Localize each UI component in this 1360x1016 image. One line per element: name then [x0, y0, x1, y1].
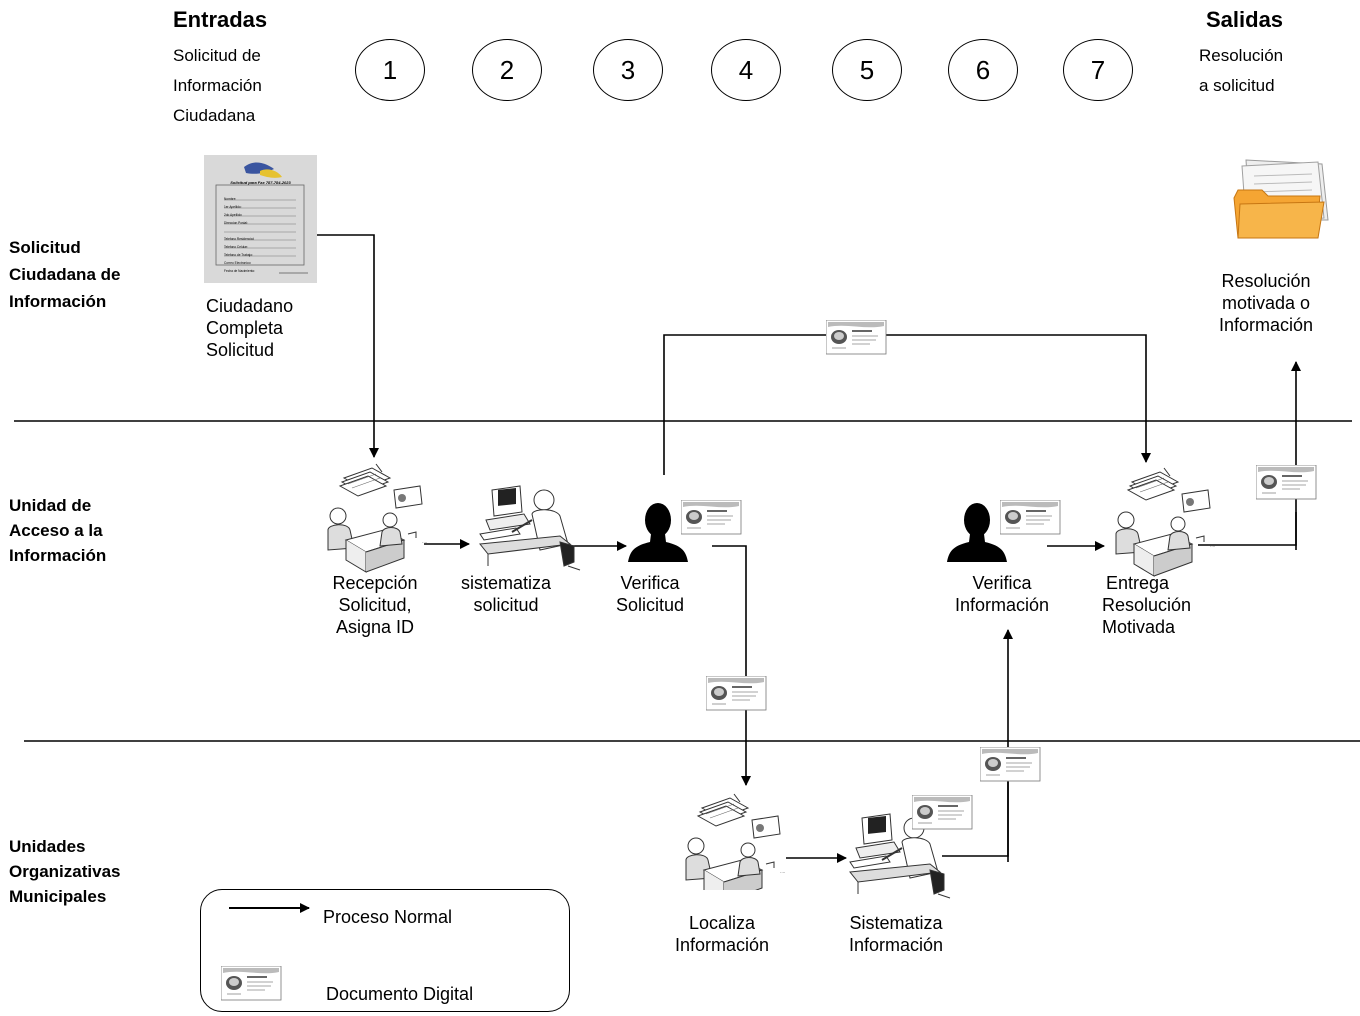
label-line: Sistematiza: [849, 913, 943, 933]
request-form-document: Solicitud para Fax 787-784-2023 Nombre: …: [204, 155, 317, 283]
digital-document-icon: [681, 500, 742, 535]
arrow-form-to-recepcion: [312, 234, 379, 458]
lane-line: Solicitud: [9, 238, 81, 257]
node-verifica-informacion-label: Verifica Información: [940, 572, 1064, 616]
label-line: Solicitud: [615, 595, 685, 615]
legend-normal-label: Proceso Normal: [323, 907, 453, 927]
label-line: solicitud: [473, 595, 539, 615]
form-field: Direccion Postal:: [224, 221, 248, 225]
label-line: Completa: [206, 318, 284, 338]
arrow-verifica-to-entrega: [663, 334, 1151, 475]
label-line: Información: [954, 595, 1050, 615]
outputs-line: a solicitud: [1199, 76, 1275, 95]
label-line: Entrega: [1106, 573, 1170, 593]
form-field: [224, 227, 255, 235]
step-circle-4: 4: [711, 39, 781, 101]
label-line: Información: [674, 935, 770, 955]
form-field: 2do Apellido:: [224, 213, 243, 217]
reception-desk-icon: [685, 793, 786, 890]
folder-icon: [1233, 159, 1329, 239]
outputs-title: Salidas: [1206, 7, 1284, 32]
lane-line: Acceso a la: [9, 521, 103, 540]
step-circle-5: 5: [832, 39, 902, 101]
form-field: 1er Apellido:: [224, 205, 242, 209]
digital-document-icon: [980, 747, 1041, 782]
node-entrega-label: Entrega Resolución Motivada: [1090, 572, 1220, 638]
node-sistematiza-informacion-label: Sistematiza Información: [834, 912, 958, 956]
step-circle-2: 2: [472, 39, 542, 101]
label-line: Ciudadano: [206, 296, 294, 316]
legend-digital-label: Documento Digital: [326, 984, 474, 1004]
form-field: Fecha de Nacimiento:: [224, 269, 256, 273]
node-resolucion-label: Resolución motivada o Información: [1200, 270, 1332, 336]
legend-arrow-icon: [229, 903, 310, 913]
label-line: Verifica: [620, 573, 680, 593]
lane-line: Unidades: [9, 837, 86, 856]
node-recepcion-label: Recepción Solicitud, Asigna ID: [300, 572, 450, 638]
label-line: Información: [1218, 315, 1314, 335]
digital-document-icon: [912, 795, 973, 830]
step-circle-7: 7: [1063, 39, 1133, 101]
digital-document-icon: [706, 676, 767, 711]
form-field: Correo Electronico:: [224, 261, 252, 265]
inputs-line: Ciudadana: [173, 106, 256, 125]
label-line: Recepción: [332, 573, 418, 593]
lane-title-unidad-acceso: Unidad de Acceso a la Información: [9, 493, 106, 568]
inputs-line: Información: [173, 76, 262, 95]
form-field: Telefono Residencial:: [224, 237, 255, 241]
reception-desk-icon: [327, 463, 428, 573]
lane-line: Ciudadana de: [9, 265, 121, 284]
label-line: Localiza: [688, 913, 756, 933]
lane-title-ciudadana: Solicitud Ciudadana de Información: [9, 234, 120, 315]
form-field: Telefono Celular:: [224, 245, 248, 249]
node-localiza-label: Localiza Información: [662, 912, 782, 956]
form-field: Telefono de Trabajo:: [224, 253, 253, 257]
label-line: Resolución: [1102, 595, 1192, 615]
inputs-title: Entradas: [173, 7, 268, 32]
form-document-title: Solicitud para Fax 787-784-2023: [230, 180, 291, 185]
digital-document-icon: [1256, 465, 1317, 500]
inputs-line: Solicitud de: [173, 46, 261, 65]
digital-document-icon: [1000, 500, 1061, 535]
lane-line: Información: [9, 546, 107, 565]
label-line: Asigna ID: [335, 617, 415, 637]
form-document-fields: Nombre: 1er Apellido: 2do Apellido: Dire…: [224, 195, 255, 275]
label-line: Resolución: [1221, 271, 1311, 291]
step-circle-1: 1: [355, 39, 425, 101]
label-line: motivada o: [1221, 293, 1311, 313]
form-field: Nombre:: [224, 197, 237, 201]
node-verifica-solicitud-label: Verifica Solicitud: [590, 572, 710, 616]
outputs-line: Resolución: [1199, 46, 1284, 65]
reception-desk-icon: [1115, 467, 1216, 577]
node-sistematiza-solicitud-label: sistematiza solicitud: [446, 572, 566, 616]
inputs-description: Solicitud de Información Ciudadana: [173, 41, 262, 131]
legend-document-icon: [221, 966, 282, 1001]
legend: Proceso Normal Documento Digital: [200, 889, 570, 1012]
step-circle-6: 6: [948, 39, 1018, 101]
lane-line: Información: [9, 292, 107, 311]
outputs-description: Resolución a solicitud: [1199, 41, 1283, 101]
arrow-verifica-to-localiza: [712, 545, 751, 786]
computer-workstation-icon: [479, 485, 581, 571]
label-line: Solicitud: [206, 340, 275, 360]
label-line: Verifica: [972, 573, 1032, 593]
lane-title-unidades-organizativas: Unidades Organizativas Municipales: [9, 834, 121, 909]
digital-document-icon: [826, 320, 887, 355]
label-line: Motivada: [1102, 617, 1176, 637]
label-line: Solicitud,: [338, 595, 412, 615]
lane-line: Municipales: [9, 887, 107, 906]
label-line: Información: [848, 935, 944, 955]
label-line: sistematiza: [460, 573, 552, 593]
lane-line: Organizativas: [9, 862, 121, 881]
form-document-icon: [215, 162, 308, 274]
lane-line: Unidad de: [9, 496, 92, 515]
node-ciudadano-label: Ciudadano Completa Solicitud: [196, 295, 330, 361]
step-circle-3: 3: [593, 39, 663, 101]
